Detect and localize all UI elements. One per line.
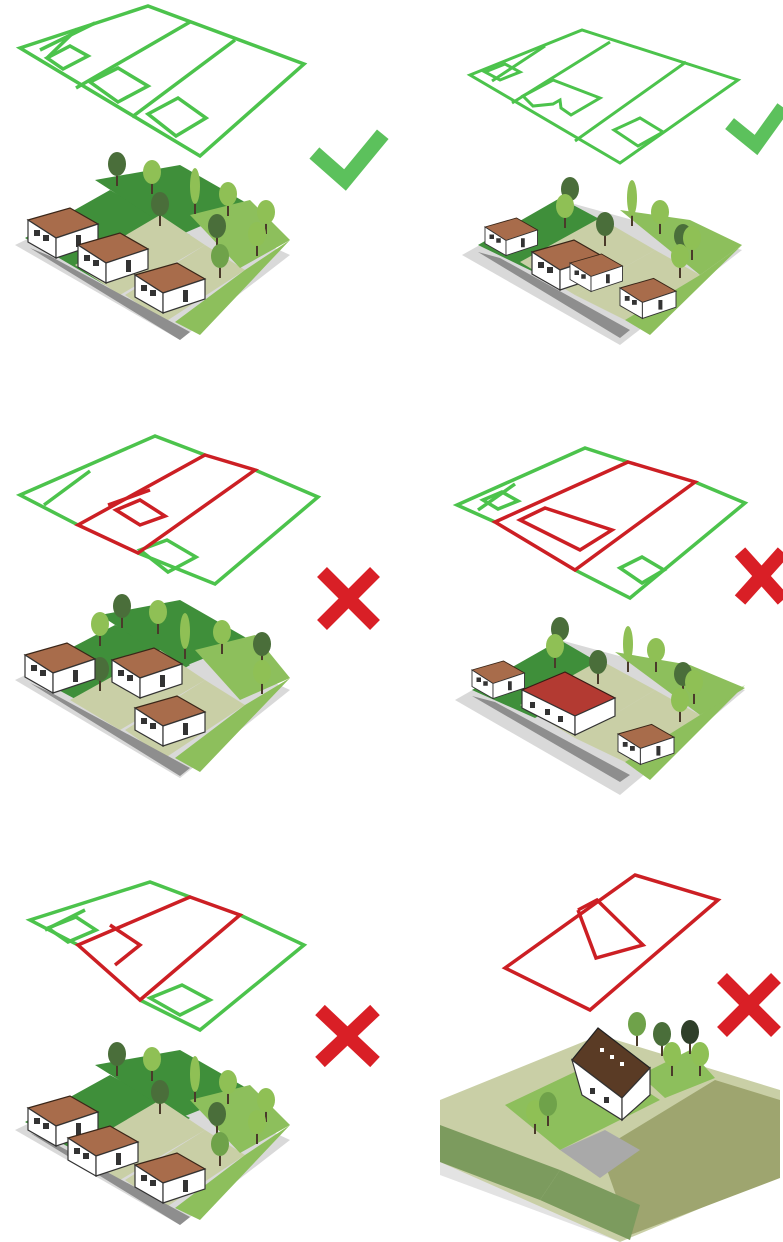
panel-5 (15, 882, 375, 1225)
lot-outline-plan (20, 6, 304, 156)
check-icon (320, 140, 378, 180)
lot-outline-plan-ok (20, 436, 318, 584)
cross-icon (740, 552, 783, 600)
lot-outline-plan-ok (457, 448, 745, 598)
panel-4 (455, 448, 783, 795)
lot-outline-plan-bad (78, 455, 255, 553)
lot-outline-plan (470, 30, 738, 163)
check-icon (735, 113, 779, 145)
cross-icon (322, 572, 375, 625)
lot-outline-plan-bad (78, 897, 240, 1000)
panel-6 (440, 875, 780, 1242)
cross-icon (320, 1010, 375, 1062)
lot-outline-plan-ok (30, 882, 304, 1030)
panel-2 (462, 30, 779, 345)
lot-outline-plan-bad (505, 875, 718, 1010)
panel-1 (15, 6, 378, 340)
lot-outline-plan-bad (495, 462, 695, 570)
cross-icon (722, 978, 776, 1032)
panel-3 (15, 436, 375, 778)
